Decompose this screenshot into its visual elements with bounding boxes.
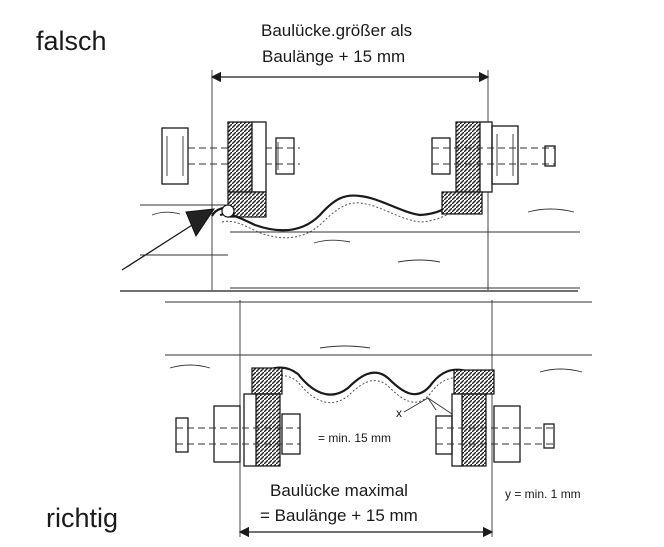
bottom-gap-label-line1: Baulücke maximal xyxy=(270,481,408,500)
right-bolt-top xyxy=(431,125,556,185)
y-value-label: y = min. 1 mm xyxy=(505,487,581,501)
bellows-top xyxy=(211,194,464,239)
right-assembly xyxy=(165,301,592,467)
label-right: richtig xyxy=(46,503,118,533)
warning-arrow xyxy=(121,208,216,271)
wrong-assembly xyxy=(121,121,580,289)
right-flange-top xyxy=(441,121,493,215)
top-gap-label-line1: Baulücke.größer als xyxy=(261,21,412,40)
label-wrong: falsch xyxy=(36,26,107,56)
bottom-gap-label-line2: = Baulänge + 15 mm xyxy=(260,506,418,525)
right-bolt-bottom xyxy=(435,405,555,463)
x-marker-label: x xyxy=(396,406,402,420)
left-flange-top xyxy=(227,121,267,218)
left-bolt-bottom xyxy=(175,405,301,463)
bellows-bottom xyxy=(257,366,471,404)
right-flange-bottom xyxy=(451,369,495,467)
left-flange-bottom xyxy=(243,367,283,467)
top-gap-label-line2: Baulänge + 15 mm xyxy=(262,47,405,66)
x-value-label: = min. 15 mm xyxy=(318,431,391,445)
